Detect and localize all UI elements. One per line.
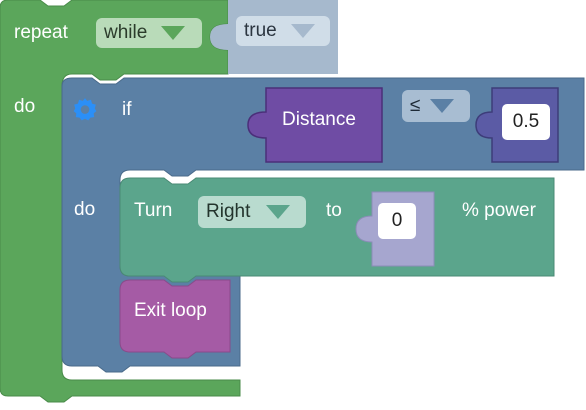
repeat-mode-value: while	[104, 22, 148, 43]
exit-loop-block-shape[interactable]	[119, 279, 231, 359]
operator-value: ≤	[410, 95, 421, 116]
repeat-block-shape[interactable]	[0, 0, 241, 403]
chevron-down-icon	[290, 24, 315, 38]
turn-direction-value: Right	[206, 201, 251, 222]
if-do-label: do	[74, 199, 96, 220]
turn-label: Turn	[134, 200, 173, 221]
threshold-input[interactable]: 0.5	[502, 104, 550, 140]
exit-loop-label: Exit loop	[134, 300, 207, 321]
boolean-dropdown[interactable]: true	[236, 16, 330, 46]
turn-direction-dropdown[interactable]: Right	[198, 196, 306, 228]
power-input[interactable]: 0	[378, 203, 416, 239]
power-value: 0	[391, 210, 403, 231]
repeat-do-label: do	[14, 96, 36, 117]
operator-dropdown[interactable]: ≤	[402, 90, 470, 122]
repeat-label: repeat	[14, 22, 68, 43]
gear-icon[interactable]	[72, 96, 98, 122]
distance-sensor-block-shape[interactable]	[247, 87, 383, 163]
chevron-down-icon	[266, 205, 291, 219]
threshold-value: 0.5	[512, 111, 540, 132]
turn-block-shape[interactable]	[119, 177, 555, 283]
if-label: if	[122, 99, 132, 120]
repeat-mode-dropdown[interactable]: while	[96, 18, 202, 48]
power-suffix-label: % power	[462, 200, 536, 221]
distance-sensor-label: Distance	[282, 109, 356, 130]
turn-to-label: to	[326, 200, 342, 221]
boolean-value: true	[244, 20, 277, 41]
chevron-down-icon	[430, 99, 455, 113]
chevron-down-icon	[161, 26, 186, 40]
